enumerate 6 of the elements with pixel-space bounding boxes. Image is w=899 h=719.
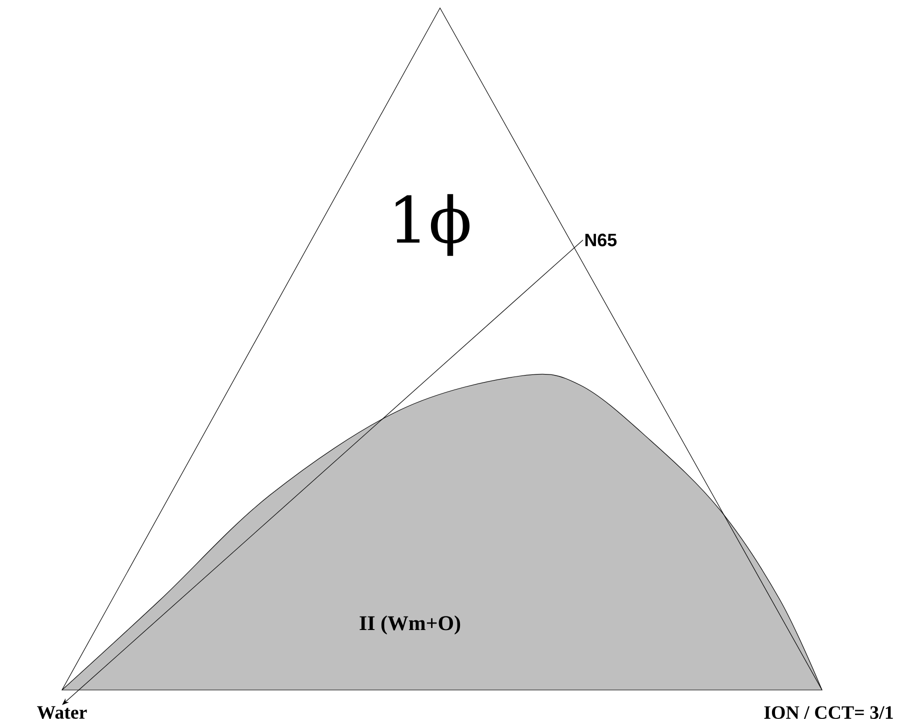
vertex-label: Water xyxy=(37,706,87,719)
vertex-label: N65 xyxy=(585,234,617,246)
tie-line-arrow xyxy=(62,240,584,705)
vertex-label: ION / CCT= 3/1 xyxy=(764,706,893,719)
phase-label: II (Wm+O) xyxy=(360,616,460,634)
phase-label: 1ϕ xyxy=(396,194,470,256)
